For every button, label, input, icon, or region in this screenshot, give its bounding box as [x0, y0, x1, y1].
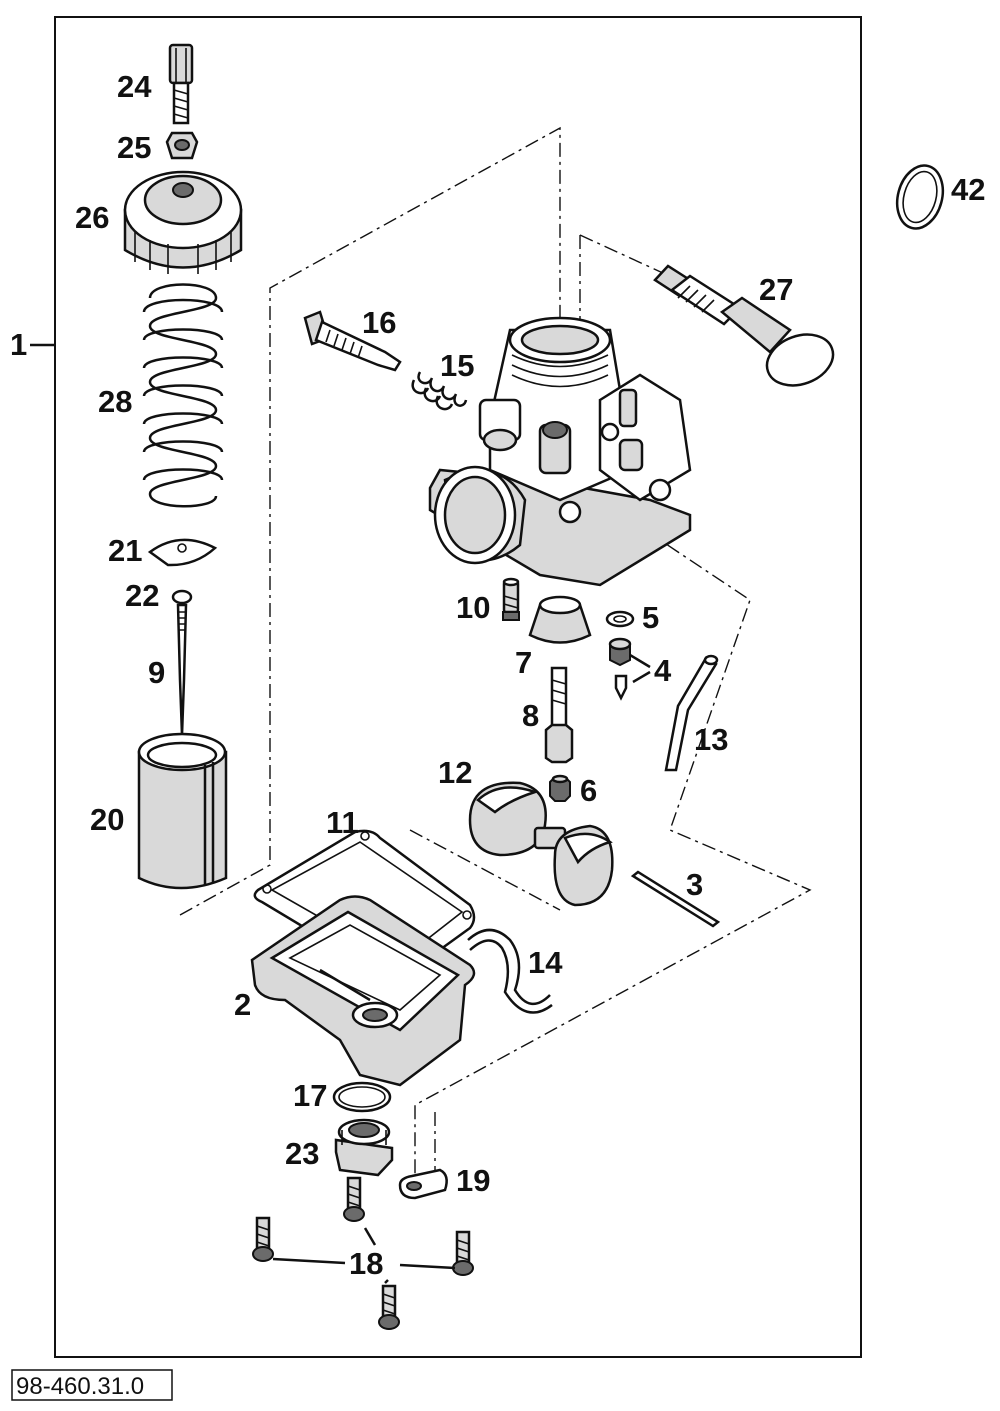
o-ring-icon [332, 1081, 392, 1113]
callout-10: 10 [456, 590, 490, 625]
throttle-spring-icon [142, 283, 224, 508]
callout-42: 42 [951, 172, 985, 207]
callout-9: 9 [148, 655, 165, 690]
callout-19: 19 [456, 1163, 490, 1198]
main-jet-icon [549, 774, 571, 802]
callout-18: 18 [349, 1246, 383, 1281]
callout-23: 23 [285, 1136, 319, 1171]
callout-28: 28 [98, 384, 132, 419]
callout-25: 25 [117, 130, 151, 165]
needle-retainer-plate-icon [147, 538, 218, 567]
float-icon [468, 781, 614, 907]
callout-12: 12 [438, 755, 472, 790]
pilot-jet-icon [502, 577, 520, 621]
callout-7: 7 [515, 645, 532, 680]
e-clip-icon [171, 589, 193, 605]
callout-24: 24 [117, 69, 152, 104]
callout-20: 20 [90, 802, 124, 837]
callout-5: 5 [642, 600, 659, 635]
callout-3: 3 [686, 867, 703, 902]
callout-17: 17 [293, 1078, 327, 1113]
callout-27: 27 [759, 272, 793, 307]
callout-15: 15 [440, 348, 474, 383]
overflow-hose-icon [467, 928, 553, 1014]
float-needle-valve-icon [608, 637, 632, 701]
jet-needle-icon [176, 603, 188, 736]
needle-jet-icon [544, 666, 574, 764]
lock-nut-icon [165, 131, 199, 160]
bowl-screw-icon [252, 1176, 474, 1330]
float-bowl-icon [250, 895, 476, 1087]
reference-code-text: 98-460.31.0 [16, 1373, 144, 1400]
drain-plug-icon [334, 1118, 394, 1177]
mixing-chamber-cap-icon [123, 170, 243, 274]
callout-14: 14 [528, 945, 563, 980]
callout-6: 6 [580, 773, 597, 808]
callout-leaders [272, 653, 651, 1284]
bracket-plate-icon [398, 1168, 448, 1200]
callout-8: 8 [522, 698, 539, 733]
washer-icon [605, 610, 635, 628]
callout-11: 11 [326, 805, 359, 840]
idle-adjust-screw-icon [168, 43, 194, 125]
callout-21: 21 [108, 533, 142, 568]
callout-26: 26 [75, 200, 109, 235]
carburetor-body-icon [428, 316, 692, 587]
reference-code: 98-460.31.0 [11, 1369, 173, 1401]
throttle-slide-icon [137, 732, 228, 890]
callout-2: 2 [234, 987, 251, 1022]
vent-tube-icon [664, 654, 719, 772]
hose-clamp-icon [895, 164, 945, 230]
callout-1: 1 [10, 327, 27, 362]
callout-labels: 1 2 3 4 5 6 7 8 9 10 11 12 13 14 15 16 1… [10, 69, 985, 1281]
needle-jet-holder-icon [528, 595, 592, 644]
float-pin-icon [630, 870, 721, 928]
air-screw-spring-icon [411, 371, 468, 411]
callout-16: 16 [362, 305, 396, 340]
callout-4: 4 [654, 653, 672, 688]
air-screw-icon [303, 310, 402, 372]
diagram-frame [54, 16, 862, 1358]
callout-13: 13 [694, 722, 728, 757]
choke-plunger-icon [653, 264, 835, 387]
callout-22: 22 [125, 578, 159, 613]
